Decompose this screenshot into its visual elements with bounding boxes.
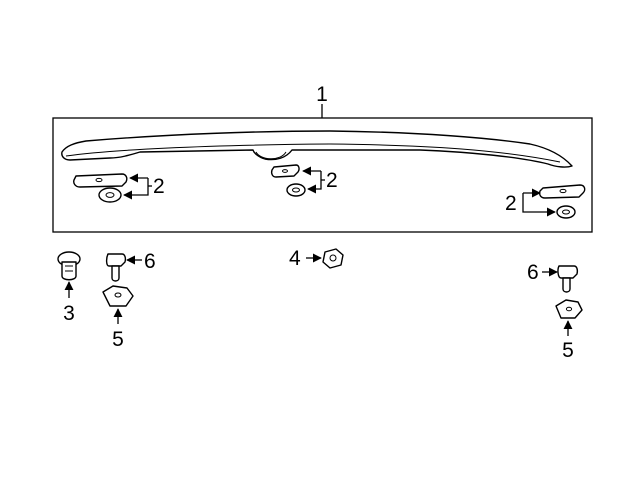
callout-6-right: 6 (527, 261, 539, 284)
nut-4: 4 (289, 247, 344, 270)
callout-5-right: 5 (562, 339, 574, 362)
roof-rail (61, 130, 573, 168)
center-clips: 2 (270, 164, 338, 197)
callout-6-left: 6 (144, 250, 156, 273)
callout-1: 1 (316, 83, 328, 106)
callout-2-left: 2 (153, 175, 165, 198)
callout-4: 4 (289, 247, 301, 270)
callout-2-right: 2 (505, 192, 517, 215)
callout-2-center: 2 (326, 169, 338, 192)
right-clips: 2 (505, 184, 586, 219)
callout-5-left: 5 (112, 328, 124, 351)
bolt-6-right: 6 (527, 261, 579, 293)
push-pin-3: 3 (57, 251, 81, 325)
callout-3: 3 (63, 302, 75, 325)
bolt-6-left: 6 (105, 250, 156, 282)
left-clips: 2 (73, 173, 165, 203)
clip-nut-5-right: 5 (555, 299, 583, 362)
clip-nut-5-left: 5 (102, 285, 134, 351)
